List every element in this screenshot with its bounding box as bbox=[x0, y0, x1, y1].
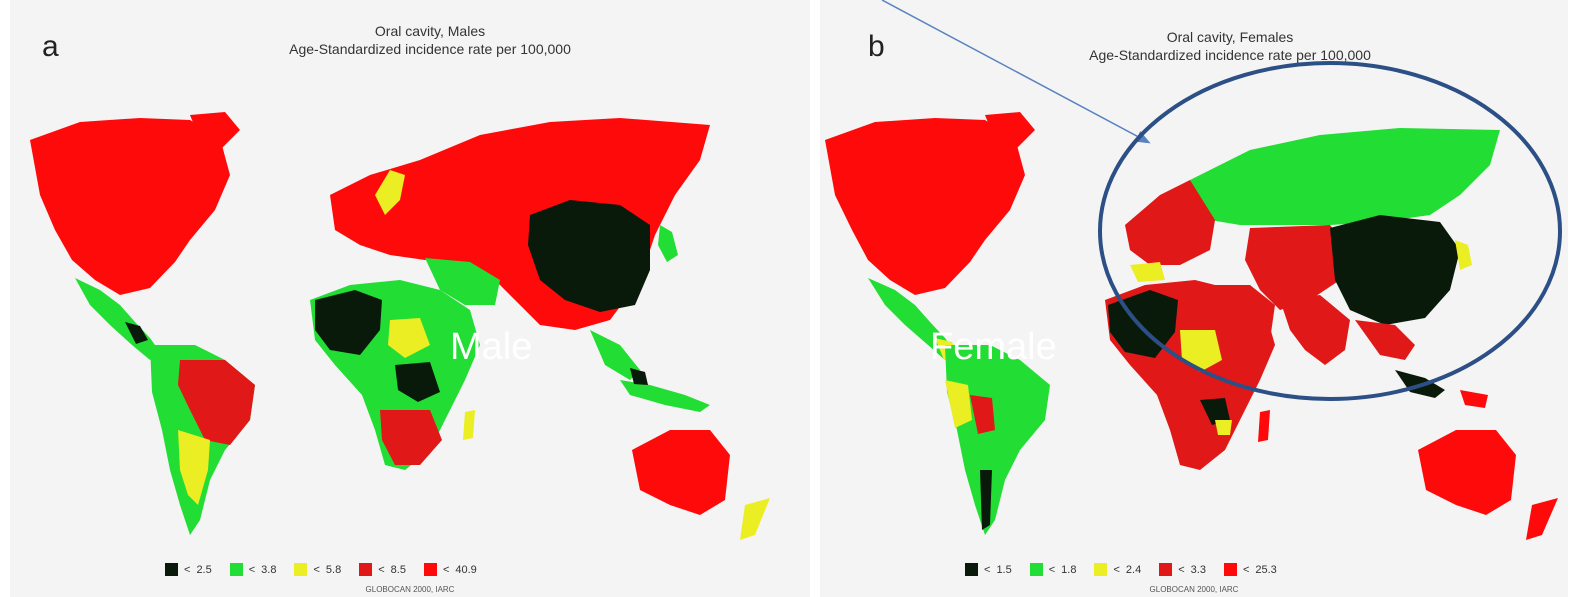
panel-letter-b: b bbox=[868, 30, 885, 63]
world-map-females bbox=[825, 112, 1558, 540]
region-australia bbox=[1418, 430, 1516, 515]
region-india bbox=[1280, 295, 1350, 365]
legend-symbol: < bbox=[1242, 563, 1250, 576]
legend-swatch bbox=[294, 563, 308, 576]
legend-item: <3.8 bbox=[229, 563, 277, 576]
region-russia bbox=[1190, 128, 1500, 225]
legend-swatch bbox=[1223, 563, 1237, 576]
legend-item: <8.5 bbox=[359, 563, 406, 576]
region-png bbox=[1460, 390, 1488, 408]
map-panel-males: a Oral cavity, Males Age-Standardized in… bbox=[10, 0, 810, 597]
legend-symbol: < bbox=[1048, 563, 1056, 576]
legend-symbol: < bbox=[1113, 563, 1120, 576]
region-argentina bbox=[178, 430, 210, 505]
legend-symbol: < bbox=[442, 563, 450, 576]
legend-value: 1.8 bbox=[1061, 563, 1077, 576]
legend-symbol: < bbox=[313, 563, 320, 576]
map-title-males: Oral cavity, Males Age-Standardized inci… bbox=[150, 22, 710, 58]
region-andes-red bbox=[970, 395, 995, 434]
legend-swatch bbox=[965, 563, 978, 576]
region-madagascar bbox=[463, 410, 475, 440]
legend-item: <1.5 bbox=[965, 563, 1012, 576]
region-europe-yellow bbox=[1130, 262, 1165, 282]
title-line1: Oral cavity, Males bbox=[374, 23, 486, 39]
legend-males: <2.5 <3.8 <5.8 <8.5 <40.9 bbox=[165, 563, 477, 576]
map-panel-females: b Oral cavity, Females Age-Standardized … bbox=[820, 0, 1568, 597]
region-south-africa bbox=[380, 410, 442, 465]
legend-value: 3.3 bbox=[1190, 563, 1206, 576]
region-central-america bbox=[868, 278, 955, 360]
legend-swatch bbox=[229, 563, 243, 576]
legend-swatch bbox=[359, 563, 373, 576]
region-southern-africa-yellow bbox=[1215, 420, 1232, 435]
legend-value: 2.5 bbox=[196, 563, 212, 576]
legend-item: <5.8 bbox=[294, 563, 341, 576]
legend-item: <25.3 bbox=[1223, 563, 1277, 576]
legend-swatch bbox=[423, 563, 437, 576]
region-scandinavia bbox=[375, 170, 405, 215]
region-south-america bbox=[945, 345, 1050, 535]
region-japan bbox=[658, 225, 678, 262]
legend-item: <2.5 bbox=[165, 563, 212, 576]
region-southeast-asia bbox=[1355, 320, 1415, 360]
region-korea-japan bbox=[1455, 240, 1472, 270]
legend-swatch bbox=[1159, 563, 1173, 576]
legend-item: <2.4 bbox=[1094, 563, 1141, 576]
legend-value: 1.5 bbox=[996, 563, 1012, 576]
region-middle-east bbox=[425, 258, 500, 305]
region-madagascar bbox=[1258, 410, 1270, 442]
region-central-america-dark bbox=[125, 322, 148, 344]
region-indonesia bbox=[620, 380, 710, 412]
legend-females: <1.5 <1.8 <2.4 <3.3 <25.3 bbox=[965, 563, 1277, 576]
legend-swatch bbox=[1094, 563, 1108, 576]
legend-item: <3.3 bbox=[1159, 563, 1206, 576]
region-australia bbox=[632, 430, 730, 515]
legend-value: 8.5 bbox=[390, 563, 406, 576]
credit-females: GLOBOCAN 2000, IARC bbox=[1149, 585, 1239, 594]
credit-males: GLOBOCAN 2000, IARC bbox=[365, 585, 455, 594]
region-east-africa-dark bbox=[1200, 398, 1230, 425]
region-southeast-asia bbox=[590, 330, 640, 380]
region-china bbox=[528, 200, 650, 312]
male-label: Male bbox=[450, 326, 533, 368]
legend-value: 5.8 bbox=[325, 563, 342, 576]
region-north-america bbox=[825, 118, 1025, 295]
legend-item: <1.8 bbox=[1029, 563, 1077, 576]
region-new-zealand bbox=[1526, 498, 1558, 540]
legend-symbol: < bbox=[378, 563, 385, 576]
region-indonesia bbox=[1395, 370, 1445, 398]
female-label: Female bbox=[930, 326, 1057, 368]
legend-value: 2.4 bbox=[1125, 563, 1142, 576]
region-brazil bbox=[178, 360, 255, 445]
map-title-females: Oral cavity, Females Age-Standardized in… bbox=[950, 28, 1510, 64]
region-central-africa bbox=[388, 318, 430, 358]
legend-swatch bbox=[165, 563, 178, 576]
region-west-africa bbox=[315, 290, 382, 355]
region-greenland bbox=[190, 112, 240, 150]
title-line1: Oral cavity, Females bbox=[1166, 29, 1294, 45]
region-indonesia-dark bbox=[630, 368, 648, 385]
region-new-zealand bbox=[740, 498, 770, 540]
region-southern-cone bbox=[980, 470, 992, 530]
region-andes-yellow bbox=[945, 380, 972, 428]
legend-swatch bbox=[1029, 563, 1043, 576]
region-china bbox=[1330, 215, 1460, 325]
legend-value: 40.9 bbox=[455, 563, 477, 576]
panel-letter-a: a bbox=[42, 30, 59, 63]
legend-item: <40.9 bbox=[423, 563, 477, 576]
legend-value: 25.3 bbox=[1255, 563, 1277, 576]
legend-symbol: < bbox=[184, 563, 191, 576]
title-line2: Age-Standardized incidence rate per 100,… bbox=[289, 41, 571, 57]
legend-symbol: < bbox=[984, 563, 991, 576]
legend-symbol: < bbox=[248, 563, 256, 576]
world-map-males bbox=[30, 112, 770, 540]
region-north-america bbox=[30, 118, 230, 295]
legend-symbol: < bbox=[1178, 563, 1185, 576]
region-central-africa-dark bbox=[395, 362, 440, 402]
legend-value: 3.8 bbox=[261, 563, 277, 576]
title-line2: Age-Standardized incidence rate per 100,… bbox=[1089, 47, 1371, 63]
